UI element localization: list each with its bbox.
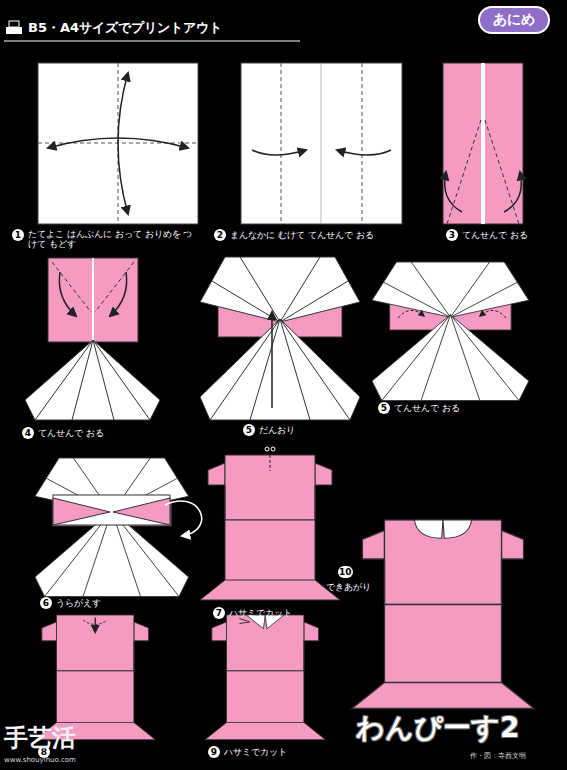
step2-paper [252,150,306,155]
step-instruction: てんせんで おる [38,428,104,438]
step4-paper [35,340,93,420]
step-instruction: だんおり [259,425,295,435]
step8-dress [35,615,155,740]
step8-dress [35,615,155,740]
badge-text: あにめ [480,11,548,29]
step2-paper [241,63,402,224]
step2-paper [362,63,363,224]
header-printer-icon [4,21,300,41]
step2-paper [281,63,282,224]
step9-dress [239,622,249,624]
step1-paper [38,63,198,224]
header-printer-icon [6,27,22,34]
step-instruction: うらがえす [56,598,101,608]
callout-number: 10 [338,566,353,578]
step4-paper [110,272,127,316]
step10-dress [352,520,534,709]
step4-paper [25,340,160,420]
step2-paper [321,63,322,224]
badge-box: あにめ [478,6,550,34]
step10-dress [414,520,443,538]
step7-dress [271,447,275,451]
step-instruction: できあがり [326,582,371,592]
step4-paper [93,340,150,420]
step4-paper [52,262,91,312]
step4-paper [93,340,114,420]
step4-paper [48,258,138,342]
step5b-paper [480,310,506,318]
callout-number: 1 [12,229,24,241]
step9-dress [205,615,325,740]
header-printer-icon [4,41,300,42]
callout-number: 7 [213,607,225,619]
step3-paper [481,63,485,224]
step2-paper [337,150,391,155]
callout-number: 6 [40,597,52,609]
step4-paper [59,272,76,316]
step3-paper [445,172,462,212]
header-printer-icon [9,21,19,27]
step4-paper [95,262,134,312]
step-instruction: ハサミでカット [224,747,287,757]
step5-paper [200,257,360,420]
watermark: 手艺活 [4,724,76,752]
step3-paper [443,63,523,224]
callout-number: 5 [243,424,255,436]
step6-paper [113,498,170,525]
callout-number: 5 [378,402,390,414]
step3-paper [485,120,519,224]
step5b-paper [372,262,529,401]
step9-dress [239,618,249,621]
callout-number: 4 [22,427,34,439]
author-credit: 作・図：寺西文明 [470,752,526,760]
step4-paper [92,258,94,342]
step4-paper [25,258,160,420]
callout-number: 2 [214,229,226,241]
step8-dress [95,618,96,633]
step6-paper [35,458,202,597]
step6-paper [53,495,170,525]
step1-paper [38,63,198,224]
header-text: B5・A4サイズでプリントアウト [28,21,222,36]
step9-dress [205,615,325,740]
step10-dress [443,520,472,538]
step5b-paper [372,262,529,401]
step3-paper [443,63,523,224]
callout-number: 3 [446,229,458,241]
step4-paper [72,340,93,420]
step10-dress [352,520,534,709]
watermark-url: www.shouyihuo.com [4,756,76,764]
step1-paper [118,73,128,214]
step5-paper [200,257,360,420]
step-instruction: たてよこ はんぶんに おって おりめを つけて もどす [28,229,193,250]
step-instruction: てんせんで おる [394,403,460,413]
step-instruction: まんなかに むけて てんせんで おる [230,230,374,240]
step3-paper [504,172,521,212]
step-instruction: てんせんで おる [462,230,528,240]
step6-paper [35,458,189,597]
step5-paper [271,312,273,408]
step2-paper [241,63,402,224]
step7-dress [200,447,340,600]
step6-paper [165,501,202,536]
step-instruction: ハサミでカット [229,608,292,618]
step6-paper [53,498,110,525]
step5b-paper [398,310,424,318]
step3-paper [447,120,481,224]
step7-dress [265,447,269,451]
diagram-title: わんぴーす2 [356,712,519,744]
step7-dress [200,455,340,600]
step7-dress [270,455,271,471]
callout-number: 9 [208,746,220,758]
